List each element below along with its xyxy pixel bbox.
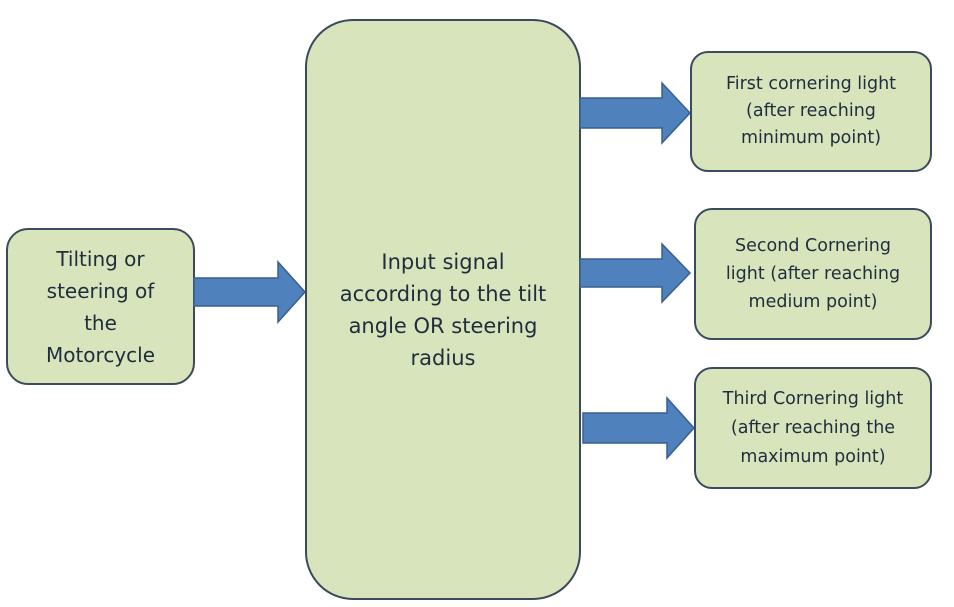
output-box-label: Second Cornering light (after reaching m… [725,236,901,312]
input-box: Tilting or steering of the Motorcycle [6,228,195,385]
arrow-input-to-center [193,260,307,324]
output-box-label: Third Cornering light (after reaching th… [722,388,904,467]
arrow-center-to-output-3 [582,396,696,460]
arrow-center-to-output-2 [579,242,692,304]
center-box: Input signal according to the tilt angle… [305,19,581,600]
output-box-first-cornering-light: First cornering light (after reaching mi… [690,51,932,172]
input-box-label: Tilting or steering of the Motorcycle [45,246,156,367]
arrow-center-to-output-1 [579,81,692,145]
output-box-second-cornering-light: Second Cornering light (after reaching m… [694,208,932,340]
center-box-label: Input signal according to the tilt angle… [339,249,547,370]
output-box-third-cornering-light: Third Cornering light (after reaching th… [694,367,932,489]
output-box-label: First cornering light (after reaching mi… [725,74,897,148]
